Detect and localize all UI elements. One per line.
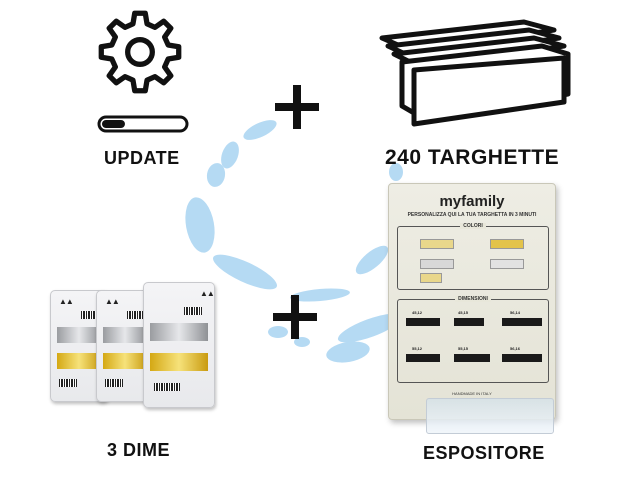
stacked-plates-icon bbox=[379, 19, 571, 127]
triangle-marks-icon: ▲▲ bbox=[105, 297, 120, 306]
gear-icon bbox=[98, 10, 182, 94]
dim-label: 45,12 bbox=[412, 310, 423, 315]
colors-panel: COLORI bbox=[397, 223, 549, 290]
dimensions-panel: DIMENSIONI 45,12 45,15 56,14 55,12 55,15… bbox=[397, 296, 549, 383]
acrylic-stand bbox=[426, 398, 554, 434]
update-label: UPDATE bbox=[104, 148, 180, 168]
dime-label: 3 DIME bbox=[107, 440, 171, 460]
dim-label: 55,15 bbox=[458, 346, 469, 351]
dim-label: 55,12 bbox=[412, 346, 423, 351]
dim-label: 56,14 bbox=[510, 310, 521, 315]
dims-title: DIMENSIONI bbox=[455, 296, 491, 302]
dim-label: 56,16 bbox=[510, 346, 521, 351]
targhette-label: 240 TARGHETTE bbox=[385, 146, 560, 169]
dim-label: 45,15 bbox=[458, 310, 469, 315]
progress-bar-icon bbox=[97, 115, 189, 133]
display-board: myfamily PERSONALIZZA QUI LA TUA TARGHET… bbox=[388, 183, 556, 420]
board-logo: myfamily bbox=[439, 193, 505, 210]
triangle-marks-icon: ▲▲ bbox=[59, 297, 74, 306]
colors-title: COLORI bbox=[460, 223, 486, 229]
triangle-marks-icon: ▲▲ bbox=[200, 289, 214, 298]
board-headline: PERSONALIZZA QUI LA TUA TARGHETTA IN 3 M… bbox=[407, 212, 537, 218]
template-card: ▲▲ bbox=[143, 282, 215, 408]
espositore-label: ESPOSITORE bbox=[423, 443, 545, 463]
board-footer: HANDMADE IN ITALY bbox=[452, 391, 492, 396]
plus-icon bbox=[273, 295, 317, 339]
plus-icon bbox=[275, 85, 319, 129]
blue-splash-decoration bbox=[185, 120, 403, 363]
